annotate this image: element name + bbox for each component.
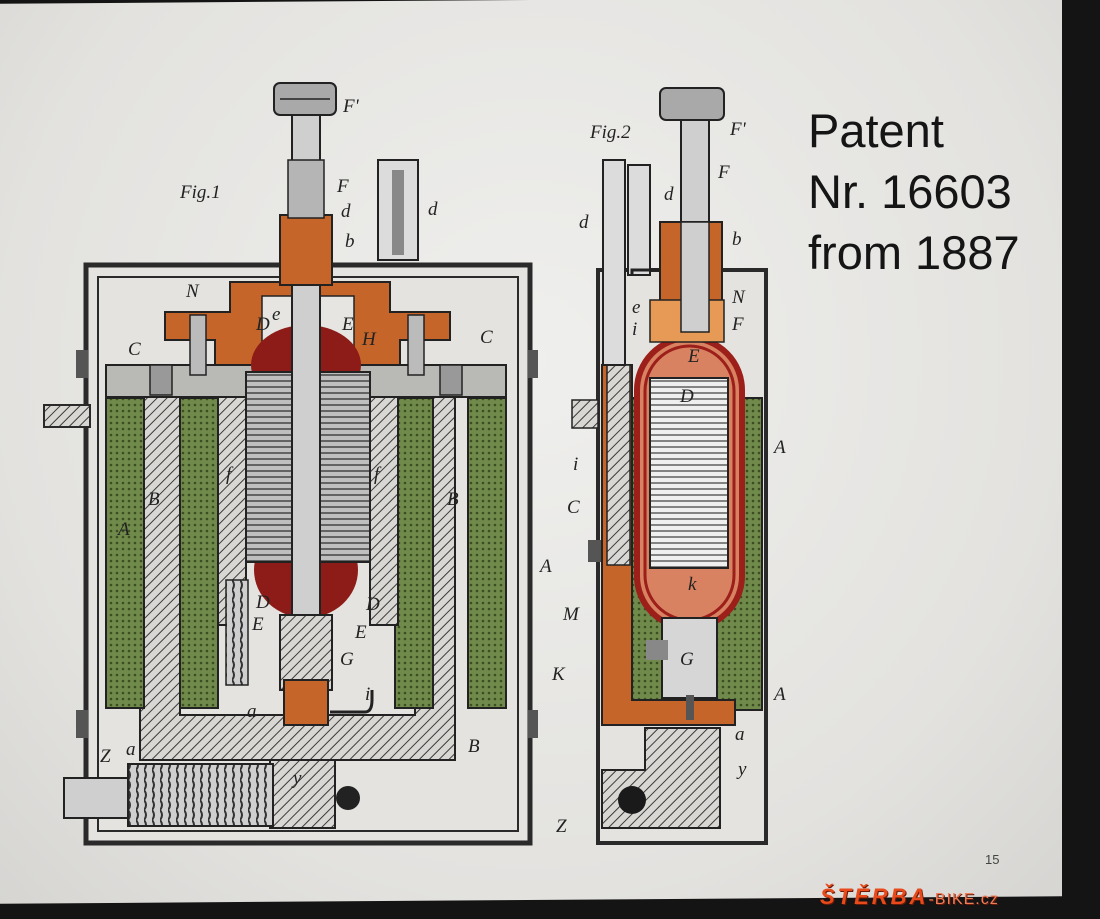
fig1-label: e: [272, 304, 280, 325]
watermark-suffix: -BIKE.cz: [928, 891, 999, 908]
watermark-main: ŠTĚRBA: [820, 884, 929, 909]
fig2-label: C: [567, 497, 580, 518]
fig1-label: F': [342, 96, 360, 117]
fig1-label: H: [361, 329, 377, 350]
fig1-label: f: [226, 464, 234, 485]
figure-1: Fig.1 F' F d d b N D e E H C C A B f f B…: [43, 82, 552, 846]
fig1-label: D: [365, 594, 380, 615]
fig1-caption: Fig.1: [179, 182, 221, 203]
title-line: from 1887: [808, 226, 1020, 279]
fig1-label: B: [468, 736, 480, 757]
fig2-label: F': [729, 119, 747, 140]
fig2-label: F: [731, 314, 744, 335]
fig1-label: B: [447, 489, 459, 510]
fig1-label: E: [354, 622, 367, 643]
fig1-label: D: [255, 314, 270, 335]
fig2-label: G: [680, 649, 694, 670]
fig1-label: B: [148, 489, 160, 510]
fig1-label: i: [365, 684, 370, 705]
fig1-label: F: [336, 176, 349, 197]
fig1-label: A: [538, 556, 552, 577]
fig2-label: D: [679, 386, 694, 407]
fig2-label: i: [632, 319, 637, 340]
site-watermark-logo: ŠTĚRBA-BIKE.cz: [820, 884, 999, 910]
fig2-label: y: [736, 759, 747, 780]
fig2-label: a: [735, 724, 745, 745]
fig2-label: E: [687, 346, 700, 367]
fig1-label: N: [185, 281, 200, 302]
fig2-label: Z: [556, 816, 567, 837]
fig1-label: a: [126, 739, 136, 760]
fig2-label: b: [732, 229, 742, 250]
title-line: Nr. 16603: [808, 165, 1012, 218]
fig1-label: y: [291, 768, 302, 789]
fig2-label: K: [551, 664, 566, 685]
fig1-label: f: [374, 464, 382, 485]
fig2-label: k: [688, 574, 697, 595]
fig1-label: a: [247, 701, 257, 722]
fig1-label: D: [255, 592, 270, 613]
fig2-label: F: [717, 162, 730, 183]
fig1-label: d: [428, 199, 438, 220]
fig1-label: G: [340, 649, 354, 670]
fig1-label: Z: [100, 746, 111, 767]
fig2-label: d: [664, 184, 674, 205]
fig1-label: d: [341, 201, 351, 222]
fig2-label: e: [632, 297, 640, 318]
fig2-label: d: [579, 212, 589, 233]
fig1-label: E: [251, 614, 264, 635]
fig2-label: A: [772, 684, 786, 705]
fig1-label: C: [128, 339, 141, 360]
slide-title: Patent Nr. 16603 from 1887: [808, 100, 1020, 283]
figure-2: Fig.2 F' F d d b N F e i E D A i C M K G…: [551, 87, 786, 845]
fig1-label: b: [345, 231, 355, 252]
fig2-caption: Fig.2: [589, 122, 631, 143]
fig1-label: C: [480, 327, 493, 348]
fig2-label: N: [731, 287, 746, 308]
title-line: Patent: [808, 104, 944, 157]
fig1-label: E: [341, 314, 354, 335]
page-number: 15: [985, 852, 1000, 867]
fig2-label: M: [562, 604, 580, 625]
fig2-label: i: [573, 454, 578, 475]
fig2-label: A: [772, 437, 786, 458]
fig1-label: A: [116, 519, 130, 540]
